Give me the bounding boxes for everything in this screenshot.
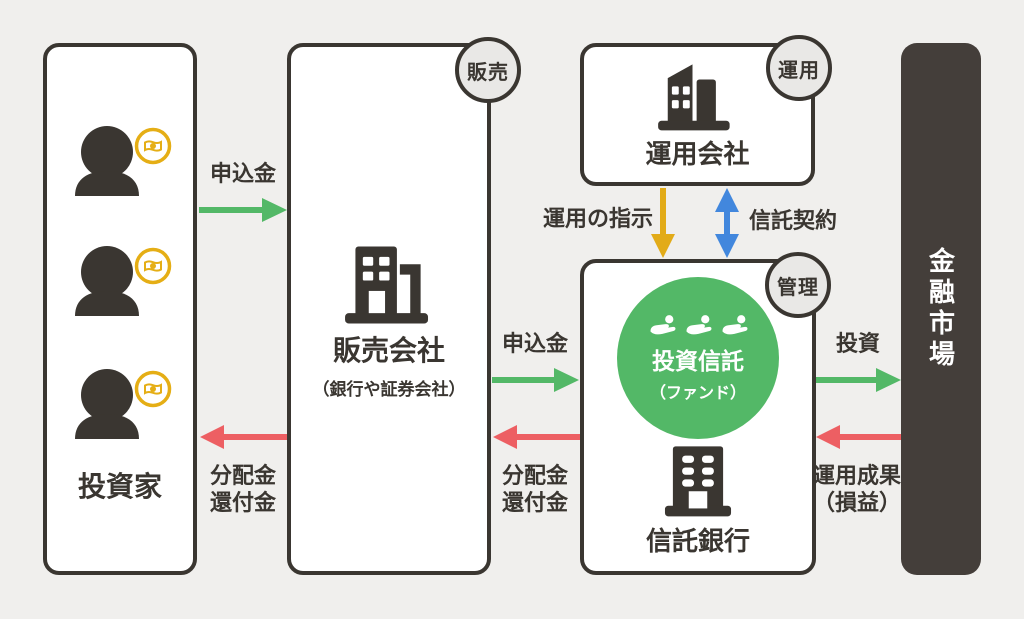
arrow-application-money-2 (492, 368, 579, 392)
arrow-application-money-1 (199, 198, 287, 222)
sales-company-box: 販売会社 （銀行や証券会社） (287, 43, 491, 575)
management-building-icon (657, 64, 730, 131)
arrow-operation-instruction (651, 188, 675, 258)
person-icon (75, 246, 139, 316)
person-icon (75, 369, 139, 439)
arrow-distribution-1 (200, 425, 287, 449)
hand-coin-icon (650, 314, 675, 334)
fund-icons-row (649, 314, 748, 338)
sales-role-badge: 販売 (455, 37, 521, 103)
financial-market-title: 金融市場 (925, 247, 956, 371)
fund-title: 投資信託 (652, 347, 744, 374)
hand-coin-icon (722, 314, 747, 334)
money-badge-icon (134, 370, 172, 408)
investor-person-1 (71, 126, 181, 198)
sales-company-title: 販売会社 (332, 335, 445, 366)
trust-bank-title: 信託銀行 (645, 526, 750, 556)
label-distribution-1: 分配金 還付金 (209, 463, 276, 515)
fund-circle: 投資信託 （ファンド） (617, 277, 779, 439)
hand-coin-icon (686, 314, 711, 334)
person-icon (75, 126, 139, 196)
investors-title: 投資家 (77, 471, 162, 502)
arrow-trust-contract (715, 188, 739, 258)
investor-person-3 (71, 369, 181, 441)
trust-role-badge: 管理 (765, 252, 831, 318)
label-application-money-2: 申込金 (501, 331, 568, 356)
sales-company-subtitle: （銀行や証券会社） (312, 380, 466, 399)
arrow-investment (816, 368, 901, 392)
financial-market-bar: 金融市場 (901, 43, 981, 575)
label-distribution-2: 分配金 還付金 (501, 463, 568, 515)
label-operation-result: 運用成果 （損益） (812, 463, 901, 515)
trust-bank-building-icon (664, 446, 732, 517)
label-investment: 投資 (835, 331, 880, 356)
investors-box: 投資家 (43, 43, 197, 575)
sales-building-icon (344, 246, 428, 324)
investor-person-2 (71, 246, 181, 318)
arrow-operation-result (816, 425, 901, 449)
label-application-money-1: 申込金 (209, 161, 276, 186)
trust-bank-box: 投資信託 （ファンド） 信託銀行 (580, 259, 816, 575)
money-badge-icon (134, 247, 172, 285)
fund-subtitle: （ファンド） (649, 384, 746, 402)
label-trust-contract: 信託契約 (748, 208, 837, 233)
management-role-badge: 運用 (766, 35, 832, 101)
money-badge-icon (134, 127, 172, 165)
management-company-title: 運用会社 (645, 139, 750, 169)
label-operation-instruction: 運用の指示 (542, 206, 653, 231)
arrow-distribution-2 (493, 425, 580, 449)
